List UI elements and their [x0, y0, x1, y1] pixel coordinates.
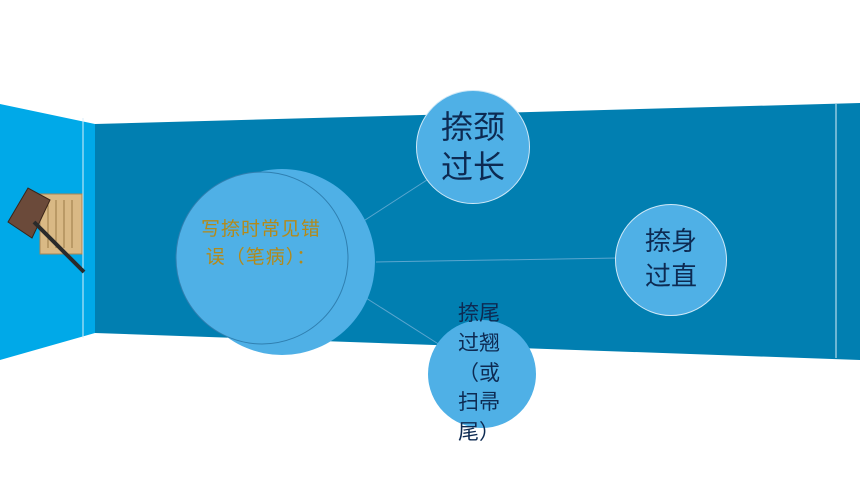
book-and-brush-icon — [7, 187, 86, 274]
node-label: 捺身过直 — [644, 226, 697, 292]
node-label: 捺尾过翘（或扫帚尾） — [458, 301, 500, 445]
node-body-too-straight: 捺身过直 — [615, 204, 727, 316]
connector-2 — [375, 257, 619, 263]
node-neck-too-long: 捺颈过长 — [416, 90, 530, 204]
node-tail-too-upturned — [428, 320, 536, 428]
connector-1 — [361, 177, 431, 223]
node-label: 捺颈过长 — [440, 108, 505, 186]
center-label: 写捺时常见错误（笔病）： — [200, 218, 321, 268]
center-circle-front — [175, 171, 349, 345]
connector-3 — [365, 297, 441, 346]
